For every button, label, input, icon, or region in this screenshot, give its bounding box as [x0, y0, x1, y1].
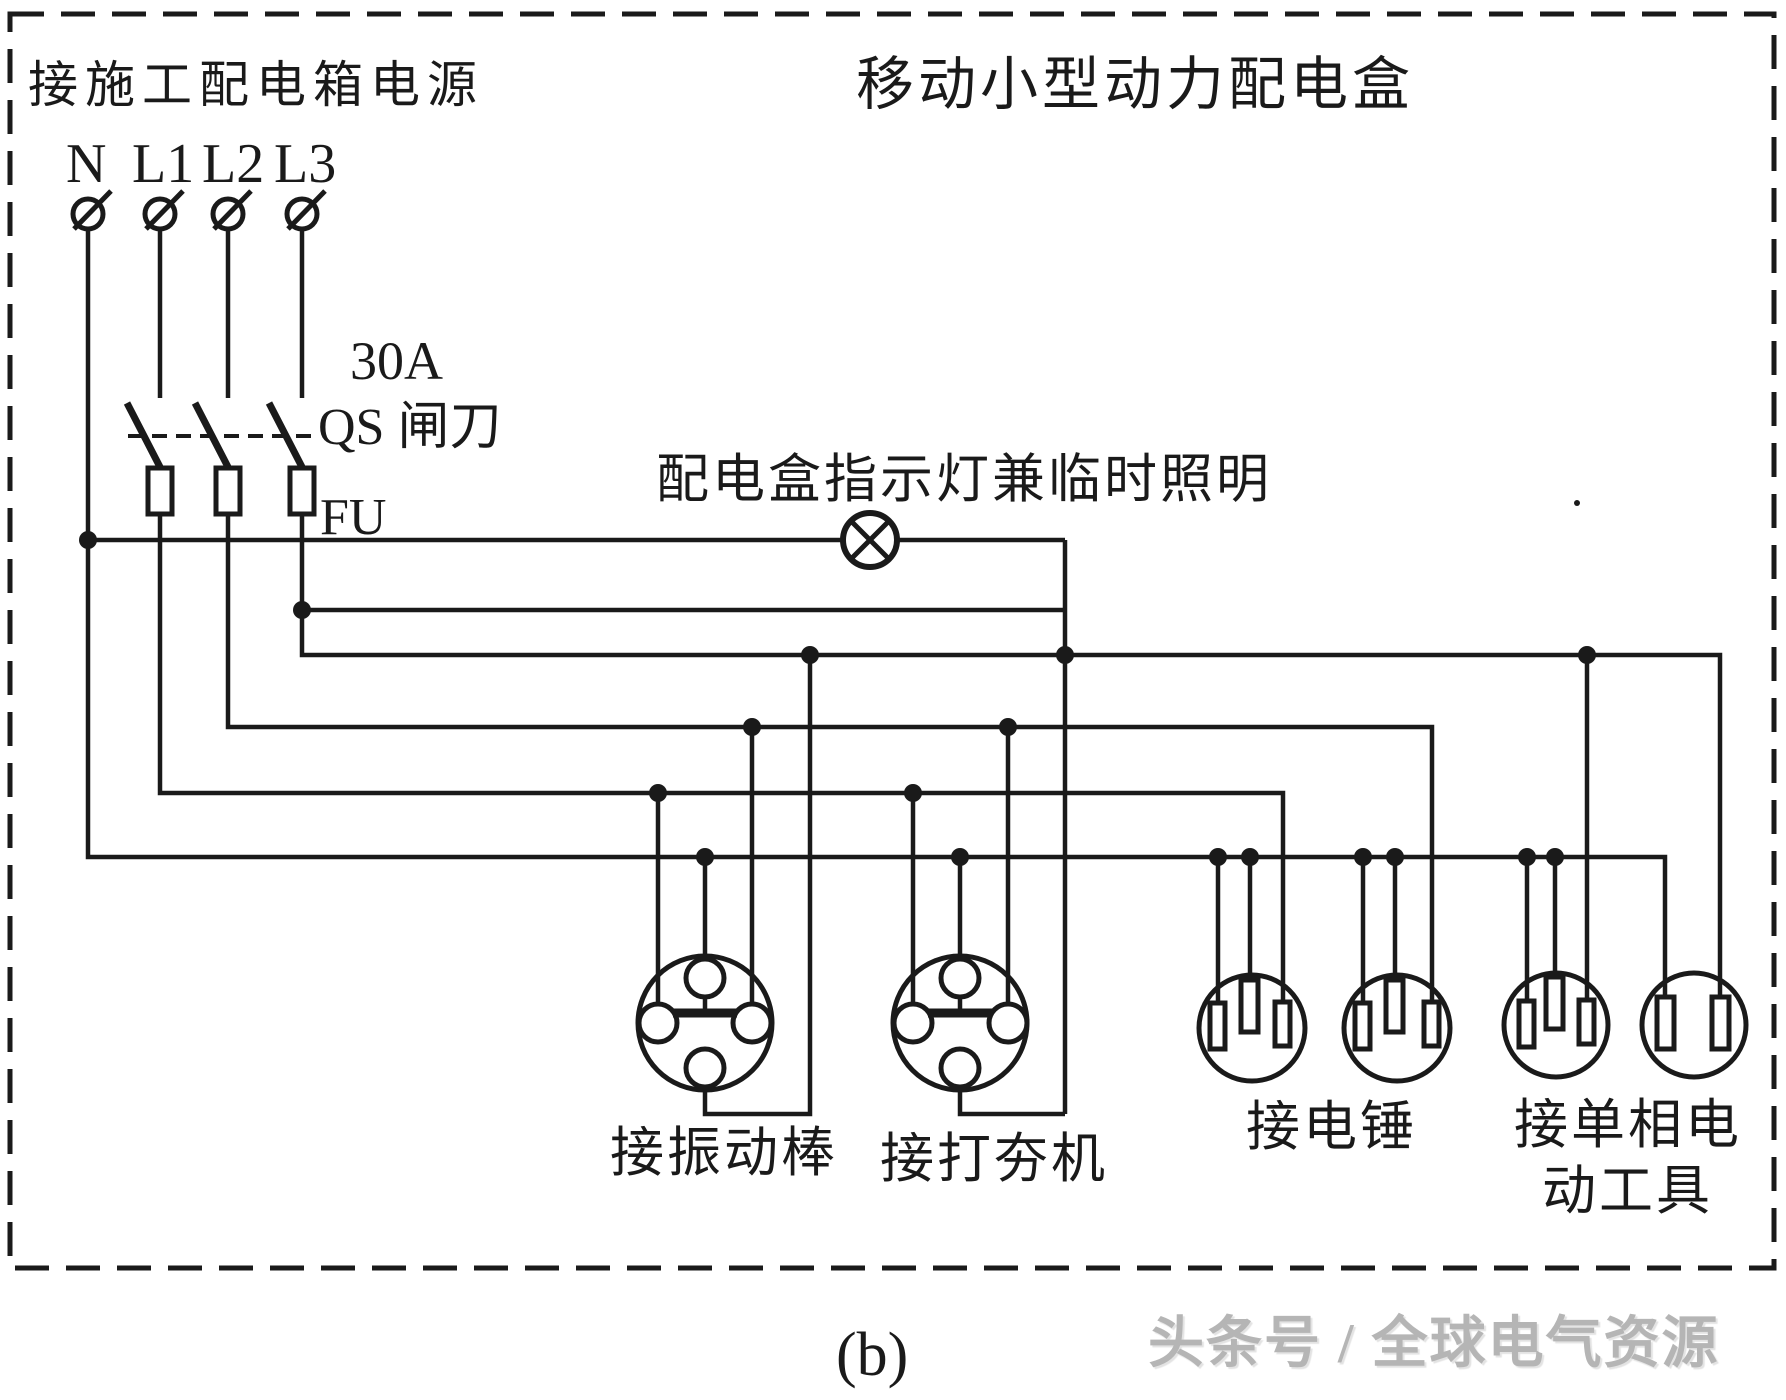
socket-single-phase1-icon — [1501, 655, 1611, 1080]
distribution-box-border — [7, 11, 1777, 1271]
junction-dot — [951, 848, 969, 866]
terminal-l2-icon — [210, 189, 253, 232]
junction-dot — [1578, 646, 1596, 664]
watermark-text: 头条号 / 全球电气资源 — [1148, 1313, 1720, 1375]
ink-speck — [1574, 500, 1580, 506]
hammer-socket-label: 接电锤 — [1246, 1097, 1417, 1157]
socket2-bottom-hook-wire — [957, 1087, 1065, 1117]
supply-source-label: 接施工配电箱电源 — [28, 57, 484, 113]
junction-dot — [1056, 646, 1074, 664]
junction-dot — [1386, 848, 1404, 866]
lamp-circuit — [88, 510, 1068, 1114]
fuse-label: FU — [320, 489, 387, 546]
l1-conductor — [123, 229, 1286, 1002]
indicator-lamp-label: 配电盒指示灯兼临时照明 — [656, 451, 1272, 509]
junction-dot — [743, 718, 761, 736]
junction-dot — [904, 784, 922, 802]
terminal-l1-icon — [142, 189, 185, 232]
terminal-label-l2: L2 — [202, 133, 265, 195]
knife-blade-l1 — [123, 401, 164, 469]
terminal-n-icon — [70, 189, 113, 232]
fuse-l1 — [145, 465, 175, 517]
junction-dot — [293, 601, 311, 619]
junction-dot — [696, 848, 714, 866]
socket-hammer2-icon — [1341, 857, 1453, 1084]
socket1-bottom-hook-wire — [702, 655, 813, 1117]
terminal-label-l1: L1 — [132, 133, 195, 195]
fuse-l2 — [213, 465, 243, 517]
junction-dot — [79, 531, 97, 549]
junction-dot — [1546, 848, 1564, 866]
junction-dot — [1209, 848, 1227, 866]
junction-dot — [1518, 848, 1536, 866]
junction-dots — [79, 500, 1596, 866]
rammer-socket-label: 接打夯机 — [880, 1129, 1108, 1189]
junction-dot — [801, 646, 819, 664]
l2-conductor — [191, 229, 1435, 1002]
fuse-l3 — [287, 465, 317, 517]
supply-terminal-icons — [70, 189, 327, 232]
junction-dot — [999, 718, 1017, 736]
box-title: 移动小型动力配电盒 — [856, 52, 1415, 117]
socket-hammer1-icon — [1196, 857, 1308, 1084]
socket-rammer-icon — [890, 727, 1065, 1117]
terminal-l3-icon — [284, 189, 327, 232]
single-phase-label-line1: 接单相电 — [1514, 1095, 1742, 1155]
l3-conductor — [265, 229, 1723, 997]
terminal-label-l3: L3 — [274, 133, 337, 195]
socket-vibrator-icon — [635, 655, 813, 1117]
junction-dot — [1241, 848, 1259, 866]
vibrator-socket-label: 接振动棒 — [610, 1123, 838, 1183]
junction-dot — [1354, 848, 1372, 866]
figure-label: (b) — [836, 1321, 909, 1389]
single-phase-label-line2: 动工具 — [1542, 1161, 1713, 1221]
socket-single-phase2-icon — [1639, 970, 1749, 1080]
terminal-label-n: N — [66, 133, 107, 195]
junction-dot — [649, 784, 667, 802]
switch-rating-label: 30A — [350, 331, 443, 391]
n-conductor — [85, 229, 1668, 997]
knife-switch-label: QS 闸刀 — [318, 399, 502, 456]
